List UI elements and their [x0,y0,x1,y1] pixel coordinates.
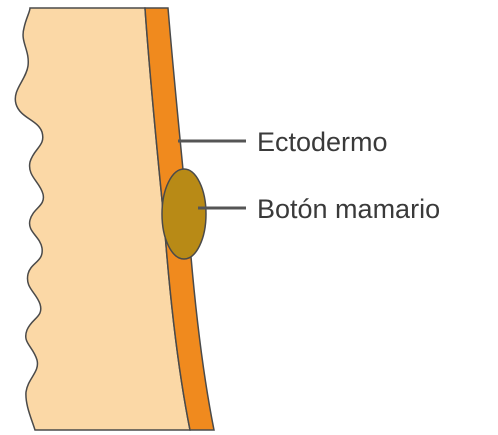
ectoderm-label: Ectodermo [257,127,388,157]
mammary-bud [162,169,206,259]
mammary-bud-label: Botón mamario [257,194,440,224]
